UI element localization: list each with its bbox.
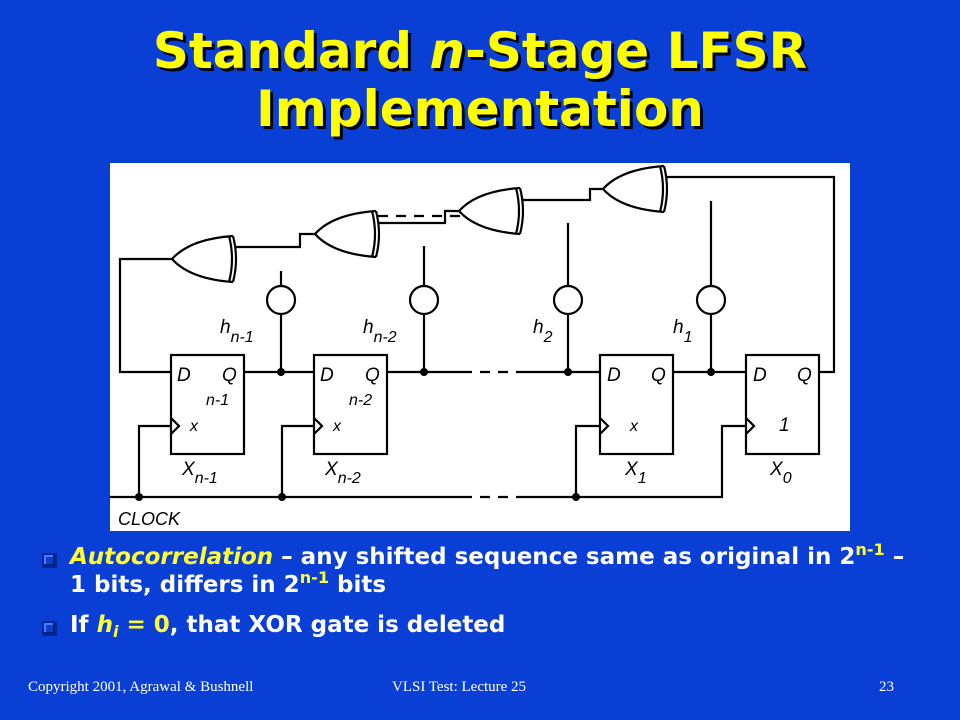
lfsr-diagram: hn-1 hn-2 h2 h1 D Q n-1 x Xn-1 D Q n-2 x… bbox=[110, 163, 850, 531]
slide-title: Standard n-Stage LFSR Implementation bbox=[0, 22, 960, 138]
ff2-label: Xn-2 bbox=[324, 459, 361, 487]
ff3-q: Q bbox=[651, 365, 666, 386]
bullet1-exp1: n-1 bbox=[855, 540, 885, 560]
tap-label-4: h1 bbox=[673, 317, 692, 346]
tap-label-1: hn-1 bbox=[220, 317, 254, 346]
ff1-inner: n-1 bbox=[206, 392, 229, 409]
ff4-inner: 1 bbox=[779, 415, 790, 436]
bullet1-text-c: bits bbox=[329, 572, 387, 598]
ff1-q: Q bbox=[222, 365, 237, 386]
ff4-d: D bbox=[753, 365, 767, 386]
ff1-d: D bbox=[177, 365, 191, 386]
title-line-2: Implementation bbox=[256, 80, 704, 138]
bullet-autocorrelation: Autocorrelation – any shifted sequence s… bbox=[42, 540, 922, 599]
tap-label-3: h2 bbox=[533, 317, 553, 346]
ff2-inner: n-2 bbox=[349, 392, 372, 409]
bullet1-text-a: – any shifted sequence same as original … bbox=[273, 544, 856, 570]
bullet2-text-a: If bbox=[70, 612, 97, 638]
footer-copyright: Copyright 2001, Agrawal & Bushnell bbox=[28, 679, 254, 695]
flipflop-1 bbox=[169, 353, 246, 456]
tap-label-2: hn-2 bbox=[363, 317, 397, 346]
ff2-d: D bbox=[320, 365, 334, 386]
bullet2-eq: = 0 bbox=[118, 612, 170, 638]
bullet-square-icon bbox=[42, 553, 57, 568]
title-part-1: Standard bbox=[152, 22, 430, 80]
xor-gate-4 bbox=[601, 164, 669, 214]
xor-gate-2 bbox=[313, 209, 381, 259]
ff1-x: x bbox=[189, 418, 199, 435]
flipflop-2 bbox=[312, 353, 389, 456]
ff1-label: Xn-1 bbox=[181, 459, 218, 487]
bullet2-i: i bbox=[112, 621, 119, 641]
ff2-q: Q bbox=[365, 365, 380, 386]
autocorrelation-term: Autocorrelation bbox=[70, 544, 274, 570]
xor-gate-3 bbox=[457, 186, 525, 236]
ff4-q: Q bbox=[797, 365, 812, 386]
bullet-list: Autocorrelation – any shifted sequence s… bbox=[42, 540, 922, 651]
title-n: n bbox=[429, 22, 466, 80]
tap-circle-1 bbox=[265, 284, 297, 316]
bullet1-text-b: – 1 bits, differs in 2 bbox=[70, 544, 905, 598]
ff3-label: X1 bbox=[624, 459, 647, 487]
tap-circle-4 bbox=[695, 284, 727, 316]
ff3-d: D bbox=[607, 365, 621, 386]
ff4-label: X0 bbox=[769, 459, 792, 487]
lfsr-circuit-svg: hn-1 hn-2 h2 h1 D Q n-1 x Xn-1 D Q n-2 x… bbox=[110, 164, 836, 529]
bullet-xor-deleted: If hi = 0, that XOR gate is deleted bbox=[42, 611, 922, 639]
title-part-2: -Stage LFSR bbox=[465, 22, 808, 80]
footer-lecture: VLSI Test: Lecture 25 bbox=[392, 679, 527, 695]
ff2-x: x bbox=[332, 418, 342, 435]
ff3-x: x bbox=[629, 418, 639, 435]
flipflop-3 bbox=[598, 353, 675, 456]
flipflop-4 bbox=[744, 353, 821, 456]
tap-circle-3 bbox=[552, 284, 584, 316]
xor-gate-1 bbox=[170, 234, 238, 284]
bullet1-exp2: n-1 bbox=[299, 568, 330, 588]
bullet2-h: h bbox=[96, 612, 113, 638]
clock-label: CLOCK bbox=[118, 509, 181, 529]
bullet2-text-b: , that XOR gate is deleted bbox=[169, 612, 506, 638]
footer-page-number: 23 bbox=[879, 679, 894, 695]
bullet-square-icon bbox=[42, 621, 57, 636]
tap-circle-2 bbox=[408, 284, 440, 316]
